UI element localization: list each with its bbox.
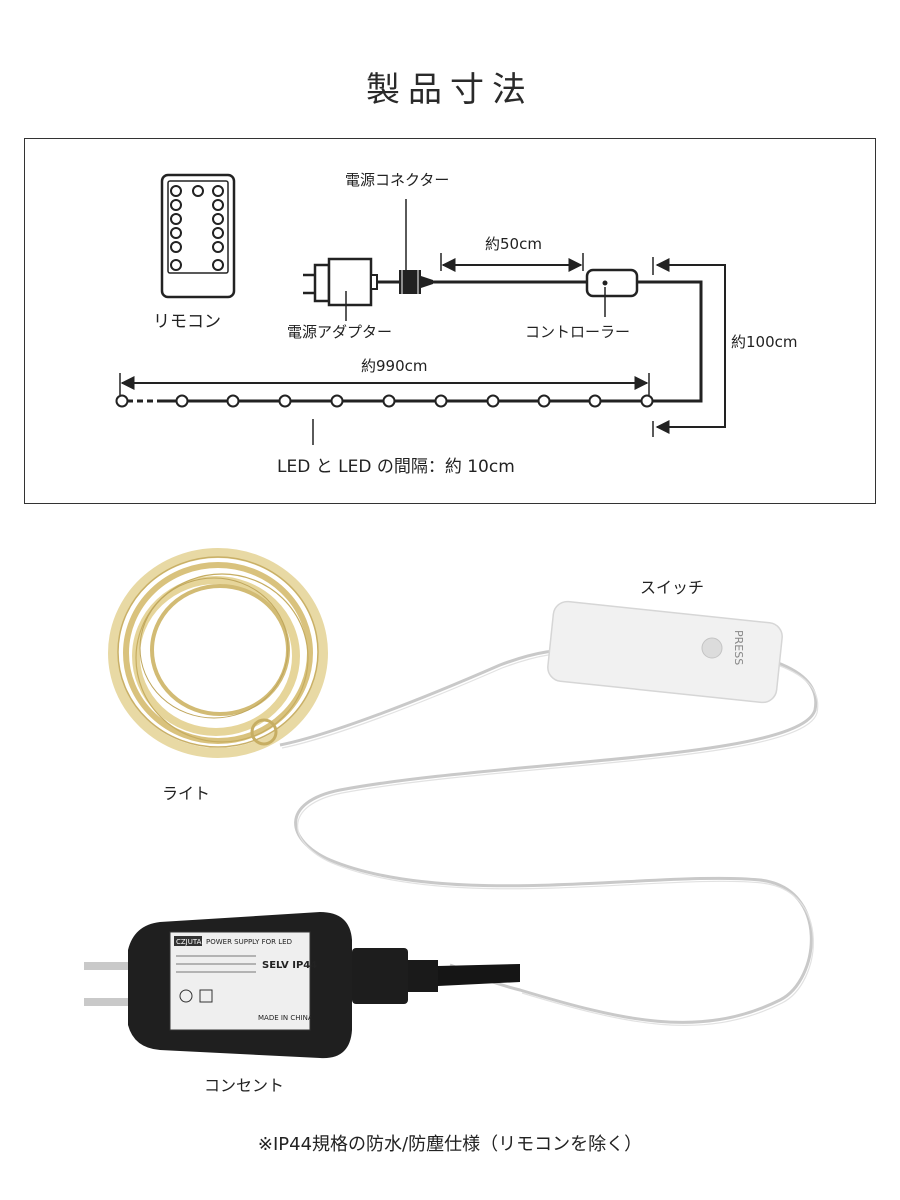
led-beads xyxy=(115,394,654,408)
adapter-brand-text: CZJUTAI xyxy=(176,938,203,946)
dim-string-label: 約990cm xyxy=(361,357,428,375)
remote-label: リモコン xyxy=(153,312,221,332)
controller-label: コントローラー xyxy=(525,323,631,341)
adapter-text-1: POWER SUPPLY FOR LED xyxy=(206,938,292,946)
dimension-diagram: リモコン 電源コネクター 電源アダプター コントローラー 約50cm 約100c… xyxy=(24,138,876,504)
light-coil-icon xyxy=(108,548,328,758)
page-title: 製品寸法 xyxy=(366,70,534,110)
dim-lead-label: 約100cm xyxy=(731,333,798,351)
light-label: ライト xyxy=(162,784,211,803)
adapter-rating-text: SELV IP44 xyxy=(262,960,317,971)
controller-icon xyxy=(585,268,639,298)
dim-controller-label: 約50cm xyxy=(485,235,542,253)
adapter-photo-icon: CZJUTAI POWER SUPPLY FOR LED SELV IP44 M… xyxy=(84,912,520,1059)
connector-label: 電源コネクター xyxy=(345,171,450,189)
remote-control-icon xyxy=(160,173,236,299)
diagram-drawing xyxy=(115,173,726,445)
adapter-made-in-text: MADE IN CHINA xyxy=(258,1014,313,1022)
product-photo: PRESS CZJUTAI POWER SUPPLY FOR LED SELV … xyxy=(84,548,819,1059)
switch-controller-icon: PRESS xyxy=(547,600,783,704)
power-adapter-icon xyxy=(303,257,399,307)
footer-note: ※IP44規格の防水/防塵仕様（リモコンを除く） xyxy=(257,1134,643,1155)
outlet-label: コンセント xyxy=(204,1076,285,1095)
led-spacing-label: LED と LED の間隔：約 10cm xyxy=(277,457,515,477)
press-text: PRESS xyxy=(732,630,745,665)
switch-label: スイッチ xyxy=(640,578,705,597)
adapter-label: 電源アダプター xyxy=(287,323,393,341)
power-connector-icon xyxy=(399,270,433,294)
